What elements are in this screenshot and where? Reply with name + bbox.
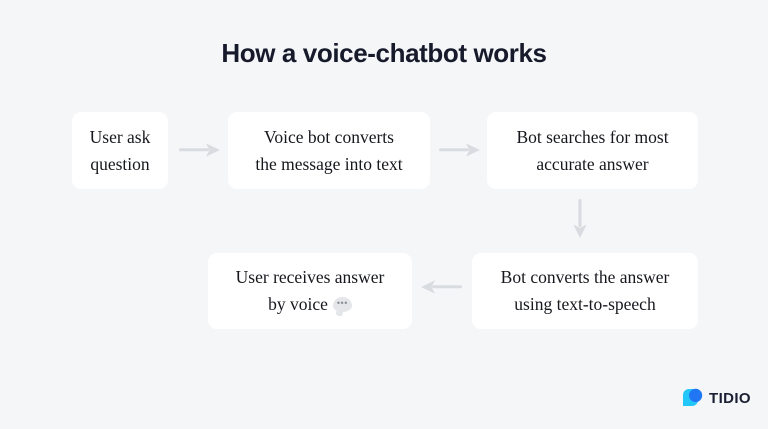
flow-box-text: Voice bot converts the message into text [238,124,420,178]
flow-box-line1: Bot searches for most [516,126,669,147]
flow-box-line1: User receives answer [235,267,385,287]
flow-box-text: Bot converts the answer using text-to-sp… [482,264,688,318]
flow-box-user-ask: User ask question [72,112,168,189]
arrow-right-icon [179,142,221,163]
flow-box-user-receive: User receives answer by voice ••• [208,253,412,329]
speech-balloon-dots: ••• [336,298,348,308]
flow-box-line2: accurate answer [536,153,649,174]
page-title: How a voice-chatbot works [221,38,547,68]
speech-balloon-icon: ••• [332,297,352,312]
arrow-down-icon [572,199,588,244]
flow-box-line2: by voice [268,294,328,314]
flow-box-line2: question [90,153,150,174]
flow-box-line1: Bot converts the answer [500,267,670,287]
flow-box-text: User ask question [82,124,158,178]
flow-box-bot-search: Bot searches for most accurate answer [487,112,698,189]
flow-box-text: User receives answer by voice ••• [218,264,402,318]
flow-box-voice-convert: Voice bot converts the message into text [228,112,430,189]
flow-box-line1: User ask [89,126,151,147]
tidio-logo-mark-icon [681,387,704,410]
flow-box-line2: using text-to-speech [514,294,656,314]
flow-box-line1: Voice bot converts [264,126,394,147]
flow-box-bot-tts: Bot converts the answer using text-to-sp… [472,253,698,329]
flow-box-text: Bot searches for most accurate answer [497,124,688,178]
arrow-left-icon [420,279,462,300]
tidio-wordmark: TIDIO [709,390,751,407]
arrow-right-icon [439,142,481,163]
tidio-logo: TIDIO [681,386,753,412]
flow-box-line2: the message into text [255,153,403,174]
